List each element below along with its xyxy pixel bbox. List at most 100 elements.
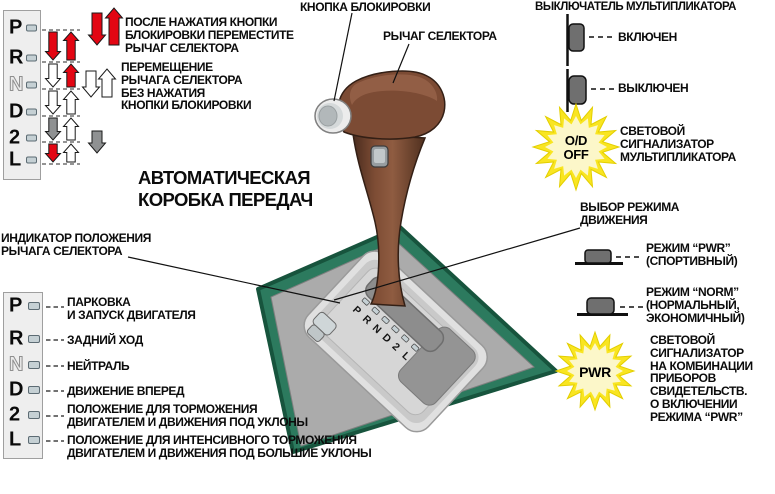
- label-line: ДВИЖЕНИЯ: [580, 212, 648, 227]
- label-line: АВТОМАТИЧЕСКАЯ: [138, 167, 311, 188]
- label-line: КОРОБКА ПЕРЕДАЧ: [138, 188, 313, 210]
- norm-mode-label: РЕЖИМ “NORM”(НОРМАЛЬНЫЙ,ЭКОНОМИЧНЫЙ): [646, 286, 745, 325]
- indicator-tab: [26, 24, 37, 32]
- label-line: И ЗАПУСК ДВИГАТЕЛЯ: [67, 307, 196, 322]
- label-line: ПАРКОВКА: [67, 295, 131, 309]
- switch-off-label: ВЫКЛЮЧЕН: [618, 81, 689, 95]
- label-line: КНОПКИ БЛОКИРОВКИ: [121, 98, 252, 113]
- white-arrow-up-icon: [97, 68, 117, 98]
- lever-highlight: [349, 74, 438, 105]
- indicator-tab: [28, 436, 40, 444]
- indicator-tab: [28, 335, 40, 343]
- gear-letter-R: R: [9, 327, 24, 350]
- red-arrow-up-icon: [62, 63, 80, 88]
- label-line: РЫЧАГ СЕЛЕКТОРА: [125, 40, 239, 55]
- white-arrow-up-icon: [62, 90, 80, 115]
- od-off-indicator-icon: [545, 116, 607, 178]
- label-line: БЛОКИРОВКИ ПЕРЕМЕСТИТЕ: [125, 27, 294, 42]
- label-line: РЕЖИМА “PWR”: [650, 409, 743, 424]
- red-arrow-down-icon: [87, 12, 107, 46]
- gear-desc-D: ДВИЖЕНИЕ ВПЕРЕД: [67, 384, 185, 398]
- label-line: РЫЧАГА СЕЛЕКТОРА: [1, 243, 123, 258]
- gear-letter-R: R: [9, 46, 24, 69]
- white-arrow-up-icon: [62, 143, 80, 163]
- console-indicator-tab: [391, 325, 400, 334]
- label-line: СИГНАЛИЗАТОР: [620, 136, 714, 151]
- gear-letter-L: L: [9, 428, 22, 451]
- white-arrow-up-icon: [62, 117, 80, 141]
- lock-button-icon: [318, 105, 338, 127]
- gear-letter-D: D: [9, 378, 24, 401]
- gear-letter-P: P: [9, 294, 23, 317]
- gear-desc-R: ЗАДНИЙ ХОД: [67, 334, 143, 347]
- red-arrow-up-icon: [104, 7, 124, 46]
- label-line: СВИДЕТЕЛЬСТВ.: [650, 384, 748, 399]
- label-line: СВЕТОВОЙ: [620, 124, 685, 138]
- lock-button-label: КНОПКА БЛОКИРОВКИ: [300, 0, 431, 14]
- line: [333, 12, 353, 102]
- label-line: РЫЧАГА СЕЛЕКТОРА: [121, 72, 243, 87]
- gear-letter-N: N: [8, 353, 24, 376]
- label-line: ЭКОНОМИЧНЫЙ): [646, 310, 745, 325]
- multiplier-switch-off-icon: [568, 75, 587, 105]
- label-line: ПОЛОЖЕНИЕ ДЛЯ ИНТЕНСИВНОГО ТОРМОЖЕНИЯ: [67, 433, 357, 447]
- od-off-indicator-text-2: OFF: [563, 147, 589, 162]
- indicator-tab: [28, 361, 40, 369]
- label-line: ПРИБОРОВ: [650, 371, 716, 386]
- label-line: (СПОРТИВНЫЙ): [646, 253, 738, 268]
- selector-lever-shaft: [352, 133, 427, 307]
- label-line: НЕЙТРАЛЬ: [67, 359, 130, 373]
- mode-switch-pwr-icon: [584, 249, 612, 264]
- label-line: СИГНАЛИЗАТОР: [650, 345, 744, 360]
- white-arrow-down-icon: [44, 63, 62, 88]
- gear-letter-N: N: [8, 73, 24, 96]
- white-arrow-down-icon: [81, 70, 101, 98]
- lever-mode-switch: [374, 149, 385, 163]
- red-arrow-down-icon: [44, 31, 62, 61]
- label-line: ПОЛОЖЕНИЕ ДЛЯ ТОРМОЖЕНИЯ: [67, 402, 258, 416]
- switch-on-label: ВКЛЮЧЕН: [618, 30, 677, 44]
- gear-desc-N: НЕЙТРАЛЬ: [67, 359, 130, 373]
- red-arrow-up-icon: [62, 31, 80, 61]
- gear-letter-L: L: [9, 148, 22, 171]
- indicator-tab: [26, 134, 37, 142]
- label-line: ПОСЛЕ НАЖАТИЯ КНОПКИ: [125, 15, 278, 29]
- indicator-tab: [26, 108, 37, 116]
- label-line: РЕЖИМ “PWR”: [646, 241, 731, 255]
- indicator-tab: [26, 156, 37, 164]
- console-indicator-tab: [411, 343, 420, 352]
- label-line: СВЕТОВОЙ: [650, 333, 715, 347]
- indicator-tab: [28, 386, 40, 394]
- label-line: ДВИГАТЕЛЕМ И ДВИЖЕНИЯ ПОД БОЛЬШИЕ УКЛОНЫ: [67, 445, 372, 460]
- od-off-indicator-text-1: O/D: [564, 133, 588, 148]
- console-rocker-switch: [306, 324, 325, 342]
- console-indicator-tab: [371, 306, 380, 315]
- gear-letter-P: P: [9, 16, 23, 39]
- label-line: ДВИЖЕНИЕ ВПЕРЕД: [67, 384, 185, 398]
- label-line: ПЕРЕМЕЩЕНИЕ: [121, 60, 213, 74]
- label-line: О ВКЛЮЧЕНИИ: [650, 396, 738, 411]
- pwr-mode-label: РЕЖИМ “PWR”(СПОРТИВНЫЙ): [646, 241, 738, 268]
- indicator-tab: [26, 54, 37, 62]
- gear-letter-2: 2: [9, 126, 21, 149]
- label-line: МУЛЬТИПЛИКАТОРА: [620, 149, 736, 164]
- mode-switch-norm-icon: [586, 297, 615, 315]
- pwr-indicator-icon: [567, 343, 623, 399]
- gear-letter-D: D: [9, 100, 24, 123]
- label-line: ЗАДНИЙ ХОД: [67, 333, 143, 347]
- indicator-tab: [28, 411, 40, 419]
- line: [392, 43, 410, 84]
- console-recess: [397, 326, 476, 406]
- label-line: ВЫБОР РЕЖИМА: [580, 200, 680, 214]
